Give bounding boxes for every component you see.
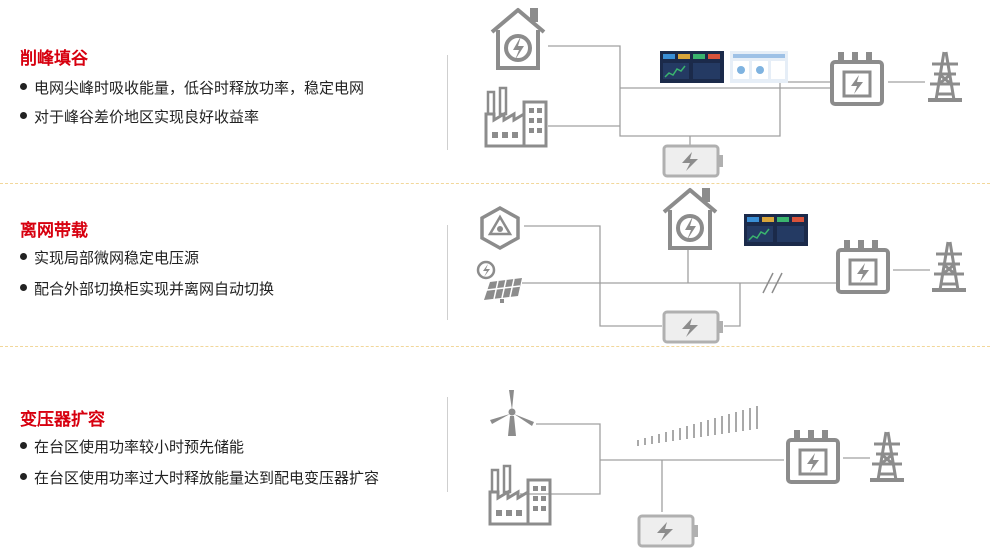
power-tower-icon	[930, 240, 968, 294]
section-peak-shaving: 削峰填谷 电网尖峰时吸收能量，低谷时释放功率，稳定电网 对于峰谷差价地区实现良好…	[0, 0, 990, 183]
transformer-icon	[786, 428, 840, 484]
diagram-off-grid	[476, 186, 968, 344]
section-off-grid: 离网带载 实现局部微网稳定电压源 配合外部切换柜实现并离网自动切换	[0, 184, 990, 346]
screen-icon	[743, 213, 809, 247]
section-title: 离网带载	[20, 221, 88, 241]
battery-icon	[662, 310, 725, 344]
vertical-divider	[447, 55, 448, 150]
transformer-icon	[830, 50, 884, 106]
screen-icon	[730, 51, 788, 83]
solar-panel-icon	[476, 260, 522, 303]
bullet-text: 实现局部微网稳定电压源	[34, 249, 200, 267]
hexagon-icon	[480, 205, 520, 251]
bullet-text: 在台区使用功率过大时释放能量达到配电变压器扩容	[34, 469, 380, 487]
bullet-item: 电网尖峰时吸收能量，低谷时释放功率，稳定电网	[20, 77, 364, 98]
switch-icon	[762, 272, 774, 294]
transformer-icon	[836, 238, 890, 294]
bullet-item: 在台区使用功率过大时释放能量达到配电变压器扩容	[20, 467, 379, 488]
house-bolt-icon	[490, 6, 546, 70]
bullet-dot	[20, 284, 27, 291]
diagram-transformer-expansion	[488, 390, 906, 548]
house-bolt-icon	[662, 186, 718, 250]
capacity-ramp-icon	[637, 406, 758, 446]
bullet-dot	[20, 442, 27, 449]
battery-icon	[637, 514, 700, 548]
battery-icon	[662, 144, 725, 178]
screen-icon	[659, 50, 725, 84]
factory-icon	[484, 86, 548, 148]
bullet-item: 对于峰谷差价地区实现良好收益率	[20, 106, 259, 127]
bullet-item: 实现局部微网稳定电压源	[20, 247, 199, 268]
section-transformer-expansion: 变压器扩容 在台区使用功率较小时预先储能 在台区使用功率过大时释放能量达到配电变…	[0, 347, 990, 557]
section-divider	[0, 346, 990, 347]
bullet-dot	[20, 473, 27, 480]
bullet-dot	[20, 253, 27, 260]
bullet-dot	[20, 83, 27, 90]
bullet-item: 配合外部切换柜实现并离网自动切换	[20, 278, 274, 299]
bullet-text: 配合外部切换柜实现并离网自动切换	[34, 280, 275, 298]
bullet-text: 在台区使用功率较小时预先储能	[34, 438, 245, 456]
factory-icon	[488, 464, 552, 526]
section-divider	[0, 183, 990, 184]
bullet-text: 电网尖峰时吸收能量，低谷时释放功率，稳定电网	[34, 79, 365, 97]
wind-turbine-icon	[490, 390, 534, 436]
vertical-divider	[447, 397, 448, 492]
bullet-dot	[20, 112, 27, 119]
power-tower-icon	[926, 50, 964, 104]
power-tower-icon	[868, 430, 906, 484]
vertical-divider	[447, 225, 448, 320]
bullet-text: 对于峰谷差价地区实现良好收益率	[34, 108, 260, 126]
diagram-peak-shaving	[484, 6, 964, 178]
section-title: 削峰填谷	[20, 49, 88, 69]
section-title: 变压器扩容	[20, 410, 105, 430]
bullet-item: 在台区使用功率较小时预先储能	[20, 436, 244, 457]
